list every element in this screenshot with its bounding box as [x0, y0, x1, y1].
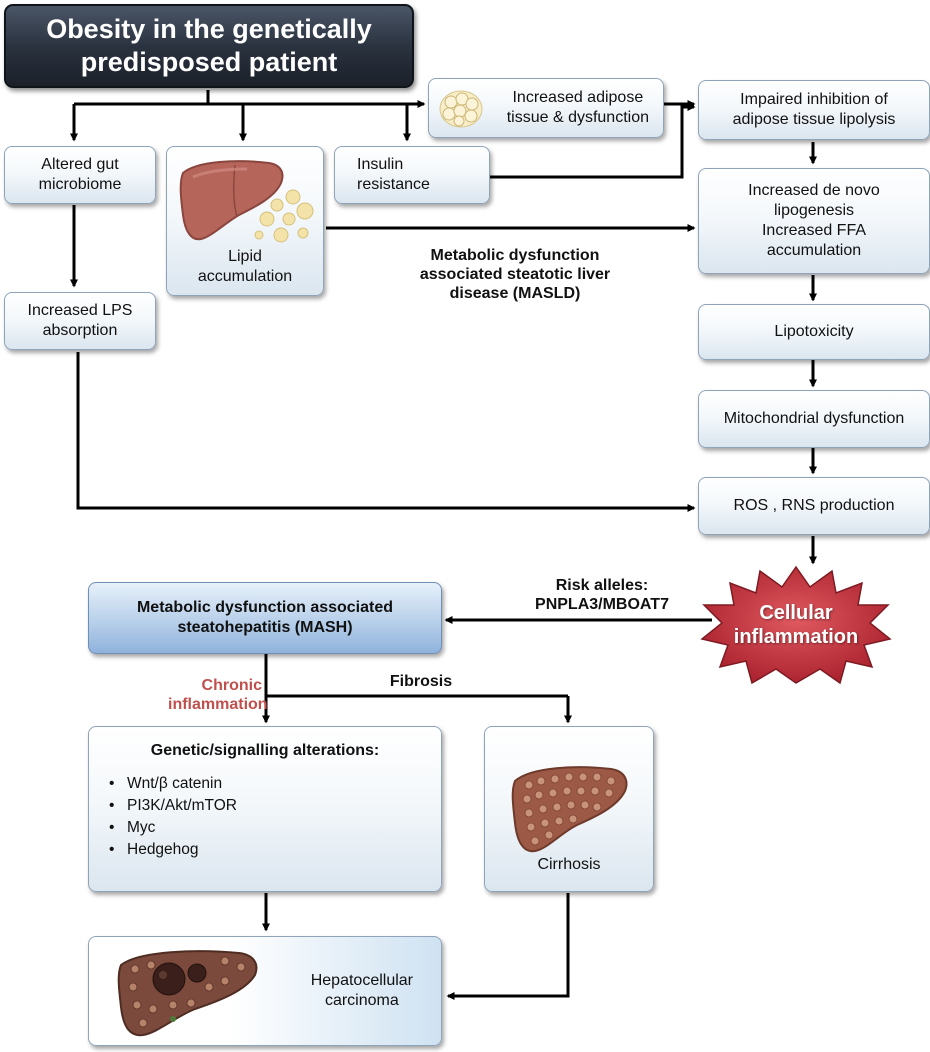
inflammation-label: Cellular inflammation	[733, 602, 859, 648]
node-insulin: Insulin resistance	[334, 146, 490, 204]
chronic-inflammation-label: Chronic inflammation	[168, 677, 268, 713]
node-cirrhosis: Cirrhosis	[484, 726, 654, 892]
arrow-insulin-to-lipolysis	[490, 103, 696, 179]
node-genetic: Genetic/signalling alterations: Wnt/β ca…	[88, 726, 442, 892]
list-item: Myc	[109, 817, 237, 839]
arrow-cirrhosis-to-hcc	[446, 893, 570, 1000]
denovo-label: Increased de novo lipogenesis Increased …	[748, 182, 880, 259]
list-item: Wnt/β catenin	[109, 773, 237, 795]
node-mitochondrial: Mitochondrial dysfunction	[698, 390, 930, 448]
node-inflammation: Cellular inflammation	[700, 565, 892, 685]
star-burst-icon	[700, 565, 892, 685]
genetic-list: Wnt/β catenin PI3K/Akt/mTOR Myc Hedgehog	[109, 773, 237, 861]
node-lipid: Lipid accumulation	[166, 146, 324, 296]
fat-droplets-icon	[254, 189, 314, 243]
genetic-title: Genetic/signalling alterations:	[150, 742, 380, 759]
masld-label: Metabolic dysfunction associated steatot…	[419, 247, 611, 302]
ros-label: ROS , RNS production	[733, 497, 895, 514]
lipotoxicity-label: Lipotoxicity	[774, 323, 854, 340]
arrow-lps-to-ros	[76, 352, 696, 512]
node-gut: Altered gut microbiome	[4, 146, 156, 204]
adipose-label: Increased adipose tissue & dysfunction	[506, 89, 649, 126]
node-adipose: Increased adipose tissue & dysfunction	[428, 78, 664, 138]
node-hcc: Hepatocellular carcinoma	[88, 936, 442, 1046]
diagram-title: Obesity in the genetically predisposed p…	[4, 4, 414, 88]
lipolysis-label: Impaired inhibition of adipose tissue li…	[732, 91, 896, 128]
fibrosis-label: Fibrosis	[389, 673, 453, 690]
insulin-label: Insulin resistance	[357, 156, 430, 193]
tumor-liver-icon	[117, 950, 258, 1037]
list-item: Hedgehog	[109, 839, 237, 861]
lps-label: Increased LPS absorption	[27, 302, 133, 339]
adipose-cells-icon	[439, 90, 483, 128]
cirrhosis-label: Cirrhosis	[537, 856, 601, 873]
node-lps: Increased LPS absorption	[4, 292, 156, 350]
title-text: Obesity in the genetically predisposed p…	[46, 14, 372, 77]
cirrhotic-liver-icon	[511, 766, 628, 853]
node-denovo: Increased de novo lipogenesis Increased …	[698, 168, 930, 274]
node-lipotoxicity: Lipotoxicity	[698, 304, 930, 360]
liver-icon	[179, 160, 284, 241]
mash-label: Metabolic dysfunction associated steatoh…	[136, 599, 394, 636]
node-lipolysis: Impaired inhibition of adipose tissue li…	[698, 80, 930, 140]
node-mash: Metabolic dysfunction associated steatoh…	[88, 582, 442, 654]
gut-label: Altered gut microbiome	[38, 156, 122, 193]
lipid-label: Lipid accumulation	[197, 248, 293, 285]
risk-alleles-label: Risk alleles: PNPLA3/MBOAT7	[535, 577, 669, 613]
mitochondrial-label: Mitochondrial dysfunction	[723, 410, 905, 427]
node-ros: ROS , RNS production	[698, 477, 930, 535]
hcc-label: Hepatocellular carcinoma	[310, 972, 413, 1009]
list-item: PI3K/Akt/mTOR	[109, 795, 237, 817]
